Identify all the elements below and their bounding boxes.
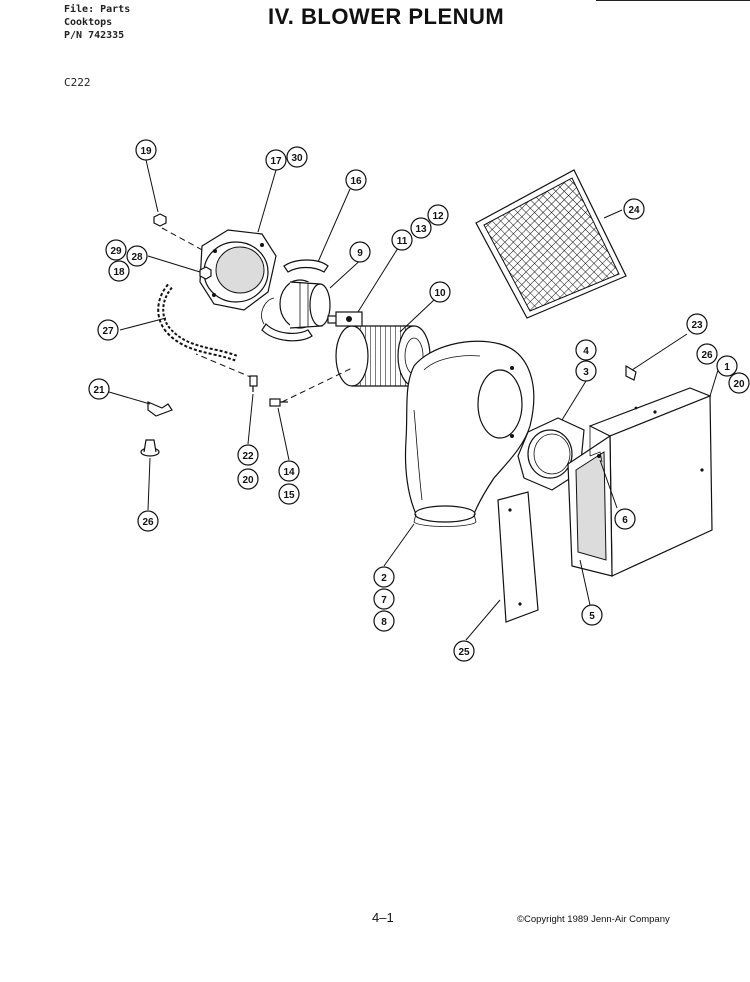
page-number: 4–1 xyxy=(372,910,394,925)
callout-19: 19 xyxy=(135,139,157,161)
callout-27: 27 xyxy=(97,319,119,341)
callout-26-left-label: 26 xyxy=(142,517,154,528)
blower-motor xyxy=(261,279,341,329)
callout-18-label: 18 xyxy=(113,267,125,278)
nut-28 xyxy=(199,266,212,280)
callout-13: 13 xyxy=(410,217,432,239)
copyright-notice: ©Copyright 1989 Jenn-Air Company xyxy=(517,914,670,925)
callout-3-label: 3 xyxy=(583,367,589,378)
callout-15: 15 xyxy=(278,483,300,505)
callout-28: 28 xyxy=(126,245,148,267)
callout-23: 23 xyxy=(686,313,708,335)
callout-17-label: 17 xyxy=(270,156,282,167)
callout-10-label: 10 xyxy=(434,288,446,299)
assembly-line-14 xyxy=(281,367,353,403)
callout-29: 29 xyxy=(105,239,127,261)
callout-4: 4 xyxy=(575,339,597,361)
motor-straps xyxy=(261,259,329,342)
callout-16: 16 xyxy=(345,169,367,191)
callout-27-label: 27 xyxy=(102,326,114,337)
model-code: C222 xyxy=(64,76,91,89)
nut-19 xyxy=(153,213,167,227)
leader-lines xyxy=(108,159,719,641)
page-title: IV. BLOWER PLENUM xyxy=(268,4,505,29)
screw-22 xyxy=(249,375,258,392)
screw-14 xyxy=(269,398,288,407)
callout-4-label: 4 xyxy=(583,346,589,357)
callout-26-label: 26 xyxy=(701,350,713,361)
callout-8: 8 xyxy=(373,610,395,632)
assembly-line-22 xyxy=(195,353,254,379)
plenum-box xyxy=(567,387,713,577)
screw-26-left xyxy=(140,439,160,457)
gasket-ring xyxy=(517,417,585,491)
callout-9-label: 9 xyxy=(357,248,363,259)
file-info-block: File: Parts Cooktops P/N 742335 xyxy=(64,3,130,42)
callout-24-label: 24 xyxy=(628,205,640,216)
callout-2: 2 xyxy=(373,566,395,588)
clip-21 xyxy=(147,401,173,417)
callout-25: 25 xyxy=(453,640,475,662)
callout-14-label: 14 xyxy=(283,467,295,478)
blower-housing xyxy=(404,340,535,527)
motor-mount-plate xyxy=(199,229,277,311)
callout-30: 30 xyxy=(286,146,308,168)
callout-21-label: 21 xyxy=(93,385,105,396)
category-line: Cooktops xyxy=(64,17,113,28)
callout-1: 1 xyxy=(716,355,738,377)
callout-12-label: 12 xyxy=(432,211,444,222)
wiring-harness xyxy=(157,283,238,362)
callout-6: 6 xyxy=(614,508,636,530)
callout-23-label: 23 xyxy=(691,320,703,331)
callout-16-label: 16 xyxy=(350,176,362,187)
callout-5-label: 5 xyxy=(589,611,595,622)
callout-29-label: 29 xyxy=(110,246,122,257)
part-number-line: P/N 742335 xyxy=(64,30,125,41)
callout-11-label: 11 xyxy=(397,236,408,247)
callout-26: 26 xyxy=(696,343,718,365)
callout-6-label: 6 xyxy=(622,515,628,526)
callout-7: 7 xyxy=(373,588,395,610)
grease-filter xyxy=(475,169,627,319)
callout-24: 24 xyxy=(623,198,645,220)
callout-20-right-label: 20 xyxy=(733,379,745,390)
callout-14: 14 xyxy=(278,460,300,482)
callout-15-label: 15 xyxy=(283,490,295,501)
callout-22: 22 xyxy=(237,444,259,466)
callout-5: 5 xyxy=(581,604,603,626)
assembly-line-19 xyxy=(161,227,207,253)
callout-26-left: 26 xyxy=(137,510,159,532)
file-line: File: Parts xyxy=(64,4,131,15)
cover-plate xyxy=(497,491,539,623)
callout-21: 21 xyxy=(88,378,110,400)
callout-20-left-label: 20 xyxy=(242,475,254,486)
callout-3: 3 xyxy=(575,360,597,382)
callout-28-label: 28 xyxy=(131,252,143,263)
callout-11: 11 xyxy=(391,229,413,251)
callout-20-right: 20 xyxy=(728,372,750,394)
callout-20-left: 20 xyxy=(237,468,259,490)
callout-8-label: 8 xyxy=(381,617,387,628)
callout-2-label: 2 xyxy=(381,573,387,584)
callout-30-label: 30 xyxy=(291,153,303,164)
callout-22-label: 22 xyxy=(242,451,254,462)
callout-17: 17 xyxy=(265,149,287,171)
callout-25-label: 25 xyxy=(458,647,470,658)
callout-1-label: 1 xyxy=(724,362,730,373)
top-rule xyxy=(596,0,750,1)
callout-7-label: 7 xyxy=(381,595,387,606)
callout-18: 18 xyxy=(108,260,130,282)
callout-13-label: 13 xyxy=(415,224,427,235)
callout-9: 9 xyxy=(349,241,371,263)
callout-12: 12 xyxy=(427,204,449,226)
callout-10: 10 xyxy=(429,281,451,303)
callout-19-label: 19 xyxy=(140,146,152,157)
